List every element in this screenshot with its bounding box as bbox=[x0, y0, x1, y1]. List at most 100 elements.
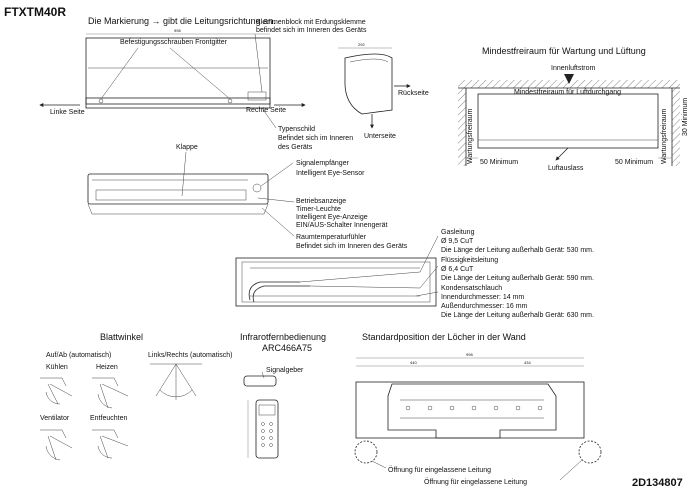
hole-left bbox=[354, 440, 378, 464]
mounting-plate bbox=[387, 383, 557, 439]
liquid-line-label: Flüssigkeitsleitung bbox=[441, 257, 498, 264]
room-temp-label: Raumtemperaturfühler bbox=[296, 234, 367, 241]
model-title: FTXTM40R bbox=[4, 5, 66, 19]
flap-outline bbox=[95, 189, 247, 201]
wall-clearance-right: Wartungsfreiraum bbox=[661, 108, 668, 164]
sensor-window bbox=[252, 183, 262, 193]
screw-leader-right bbox=[169, 47, 231, 100]
clearance-title: Mindestfreiraum für Wartung und Lüftung bbox=[482, 46, 646, 56]
hole-right bbox=[578, 440, 602, 464]
flap-leader bbox=[181, 151, 187, 197]
up-down-label: Auf/Ab (automatisch) bbox=[46, 352, 111, 359]
opening-left-label: Öffnung für eingelassene Leitung bbox=[388, 466, 491, 474]
signal-receiver-label: Signalempfänger bbox=[296, 160, 350, 167]
depth-dim-label: 292 bbox=[358, 42, 365, 47]
unit-bottom-edge bbox=[85, 97, 271, 109]
unit-front-outline bbox=[85, 37, 271, 105]
gas-line-label: Gasleitung bbox=[441, 229, 475, 236]
terminal-block-sub: befindet sich im Inneren des Geräts bbox=[256, 27, 367, 34]
remote-side-view bbox=[243, 375, 277, 387]
terminal-block-cover bbox=[247, 91, 267, 101]
left-dim-label: 440 bbox=[410, 360, 417, 365]
liquid-leader bbox=[419, 265, 439, 289]
opening-right-label: Öffnung für eingelassene Leitung bbox=[424, 478, 527, 486]
dehumidify-angle-graphic bbox=[92, 429, 129, 459]
drain-outer: Außendurchmesser: 16 mm bbox=[441, 303, 528, 310]
gas-diameter: Ø 9,5 CuT bbox=[441, 238, 474, 245]
on-off-switch-label: EIN/AUS-Schalter Innengerät bbox=[296, 222, 387, 229]
rear-plate bbox=[241, 261, 431, 303]
eye-sensor-label: Intelligent Eye-Sensor bbox=[296, 170, 365, 177]
remote-display bbox=[258, 404, 276, 416]
width-dim-label: 998 bbox=[174, 28, 181, 33]
wall-clearance-left: Wartungsfreiraum bbox=[467, 108, 474, 164]
dehumidify-label: Entfeuchten bbox=[90, 415, 127, 422]
flap-edge-left bbox=[87, 203, 93, 215]
gas-length: Die Länge der Leitung außerhalb Gerät: 5… bbox=[441, 247, 594, 254]
lower-unit-outline bbox=[87, 173, 269, 205]
heating-angle-graphic bbox=[92, 377, 129, 409]
remote-model: ARC466A75 bbox=[262, 343, 312, 353]
piping-notes: Gasleitung Ø 9,5 CuT Die Länge der Leitu… bbox=[441, 229, 594, 319]
timer-lamp-label: Timer-Leuchte bbox=[296, 206, 341, 213]
drain-length: Die Länge der Leitung außerhalb Gerät: 6… bbox=[441, 312, 594, 319]
flap-label: Klappe bbox=[176, 144, 198, 151]
side-profile bbox=[344, 53, 393, 115]
clearance-diagram: Mindestfreiraum für Wartung und Lüftung … bbox=[458, 46, 689, 172]
rear-unit-outline bbox=[235, 257, 437, 307]
blade-title: Blattwinkel bbox=[100, 332, 143, 342]
rear-pipe-2 bbox=[252, 285, 310, 303]
grille-screw-left bbox=[98, 98, 104, 104]
hole-right-leader bbox=[559, 459, 583, 481]
drain-inner: Innendurchmesser: 14 mm bbox=[441, 294, 524, 301]
wall-holes-title: Standardposition der Löcher in der Wand bbox=[362, 332, 526, 342]
back-side-label: Rückseite bbox=[398, 90, 429, 97]
drain-hose-label: Kondensatschlauch bbox=[441, 285, 502, 292]
liquid-length: Die Länge der Leitung außerhalb Gerät: 5… bbox=[441, 275, 594, 282]
right-wall-hatch bbox=[672, 88, 680, 166]
rear-piping-view bbox=[235, 235, 439, 307]
eye-lamp-label: Intelligent Eye-Anzeige bbox=[296, 214, 368, 221]
signal-transmitter-label: Signalgeber bbox=[266, 367, 304, 374]
remote-front-view bbox=[255, 399, 279, 459]
lamps-leader bbox=[257, 197, 295, 203]
min-clearance-label: Mindestfreiraum für Luftdurchgang bbox=[514, 89, 621, 96]
min-right-label: 50 Minimum bbox=[615, 159, 653, 166]
total-dim-label: 998 bbox=[466, 352, 473, 357]
screw-leader-left bbox=[100, 47, 139, 100]
operation-lamp-label: Betriebsanzeige bbox=[296, 198, 346, 205]
left-wall-hatch bbox=[458, 88, 466, 166]
air-outlet-arrow bbox=[555, 147, 569, 161]
liquid-line-run bbox=[309, 285, 421, 289]
room-temp-sub: Befindet sich im Inneren des Geräts bbox=[296, 243, 408, 250]
front-view: 998 Befestigungsschrauben Frontgitter Kl… bbox=[39, 19, 367, 151]
direction-note: Die Markierung → gibt die Leitungsrichtu… bbox=[88, 16, 276, 26]
side-top-curve bbox=[349, 58, 389, 63]
type-plate-sub2: des Geräts bbox=[278, 144, 313, 151]
min-left-label: 50 Minimum bbox=[480, 159, 518, 166]
remote-section: Infrarotfernbedienung ARC466A75 Signalge… bbox=[240, 332, 326, 459]
fan-angle-graphic bbox=[40, 429, 73, 461]
left-right-label: Links/Rechts (automatisch) bbox=[148, 352, 232, 359]
rear-pipe-1 bbox=[248, 281, 300, 301]
grille-screw-right bbox=[227, 98, 233, 104]
underside-label: Unterseite bbox=[364, 133, 396, 140]
remote-title: Infrarotfernbedienung bbox=[240, 332, 326, 342]
air-outlet-label: Luftauslass bbox=[548, 165, 584, 172]
signal-receiver-leader bbox=[260, 162, 294, 187]
flap-edge-right bbox=[263, 203, 269, 215]
indoor-air-arrow bbox=[564, 74, 574, 84]
heating-label: Heizen bbox=[96, 364, 118, 371]
type-plate-sub1: Befindet sich im Inneren bbox=[278, 135, 353, 142]
left-right-angle-graphic bbox=[150, 363, 202, 400]
right-side-label: Rechte Seite bbox=[246, 107, 286, 114]
left-side-label: Linke Seite bbox=[50, 109, 85, 116]
terminal-block-label: Klemmenblock mit Erdungsklemme bbox=[256, 19, 366, 26]
temp-sensor-leader bbox=[261, 207, 295, 237]
gas-leader bbox=[419, 235, 439, 273]
blade-angle-section: Blattwinkel Auf/Ab (automatisch) Links/R… bbox=[40, 332, 232, 461]
document-number: 2D134807 bbox=[632, 477, 683, 489]
liquid-diameter: Ø 6,4 CuT bbox=[441, 266, 474, 273]
hole-left-leader bbox=[371, 460, 387, 469]
cooling-label: Kühlen bbox=[46, 364, 68, 371]
